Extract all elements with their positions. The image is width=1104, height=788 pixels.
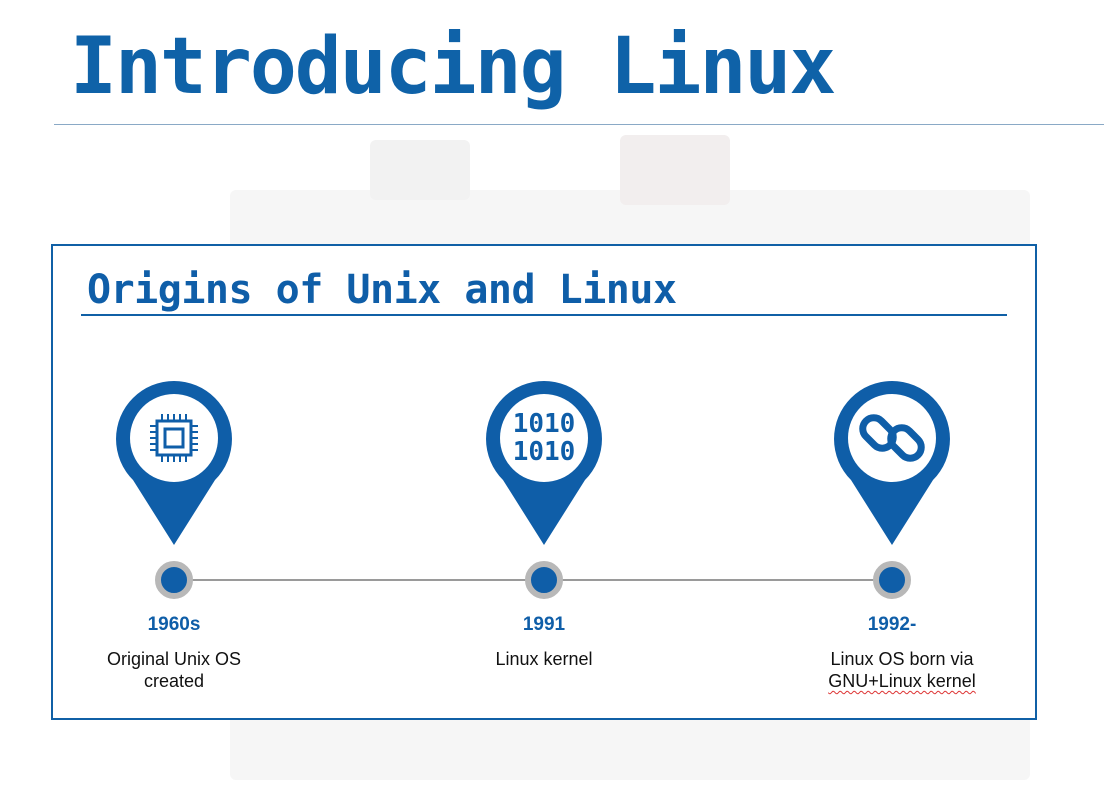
timeline-marker-1992	[873, 561, 911, 599]
description-line: GNU+Linux kernel	[828, 671, 976, 691]
title-divider	[54, 124, 1104, 125]
chip-icon	[150, 414, 198, 462]
card-title: Origins of Unix and Linux	[87, 267, 677, 313]
description-line: Linux OS born via	[830, 649, 974, 669]
pin-marker	[116, 381, 232, 545]
timeline-marker-1960s	[155, 561, 193, 599]
description-line: Original Unix OS	[106, 649, 242, 669]
milestone-description: Linux OS born via GNU+Linux kernel	[792, 648, 1012, 692]
link-icon	[859, 414, 925, 462]
origins-card: Origins of Unix and Linux 1960s Original…	[51, 244, 1037, 720]
pin-marker	[834, 381, 950, 545]
svg-text:1010: 1010	[513, 409, 576, 439]
background-decoration	[370, 140, 470, 200]
description-line: created	[143, 671, 205, 691]
timeline-marker-1991	[525, 561, 563, 599]
milestone-year: 1992-	[867, 614, 917, 635]
milestone-description: Linux kernel	[434, 648, 654, 670]
description-line: Linux kernel	[495, 649, 593, 669]
background-decoration	[620, 135, 730, 205]
svg-text:1010: 1010	[513, 437, 576, 467]
milestone-year: 1991	[522, 614, 566, 635]
milestone-year: 1960s	[147, 614, 201, 635]
milestone-description: Original Unix OS created	[64, 648, 284, 692]
binary-icon: 1010 1010	[513, 409, 576, 467]
slide-title: Introducing Linux	[70, 22, 836, 112]
pin-marker: 1010 1010	[486, 381, 602, 545]
card-title-divider	[81, 314, 1007, 316]
